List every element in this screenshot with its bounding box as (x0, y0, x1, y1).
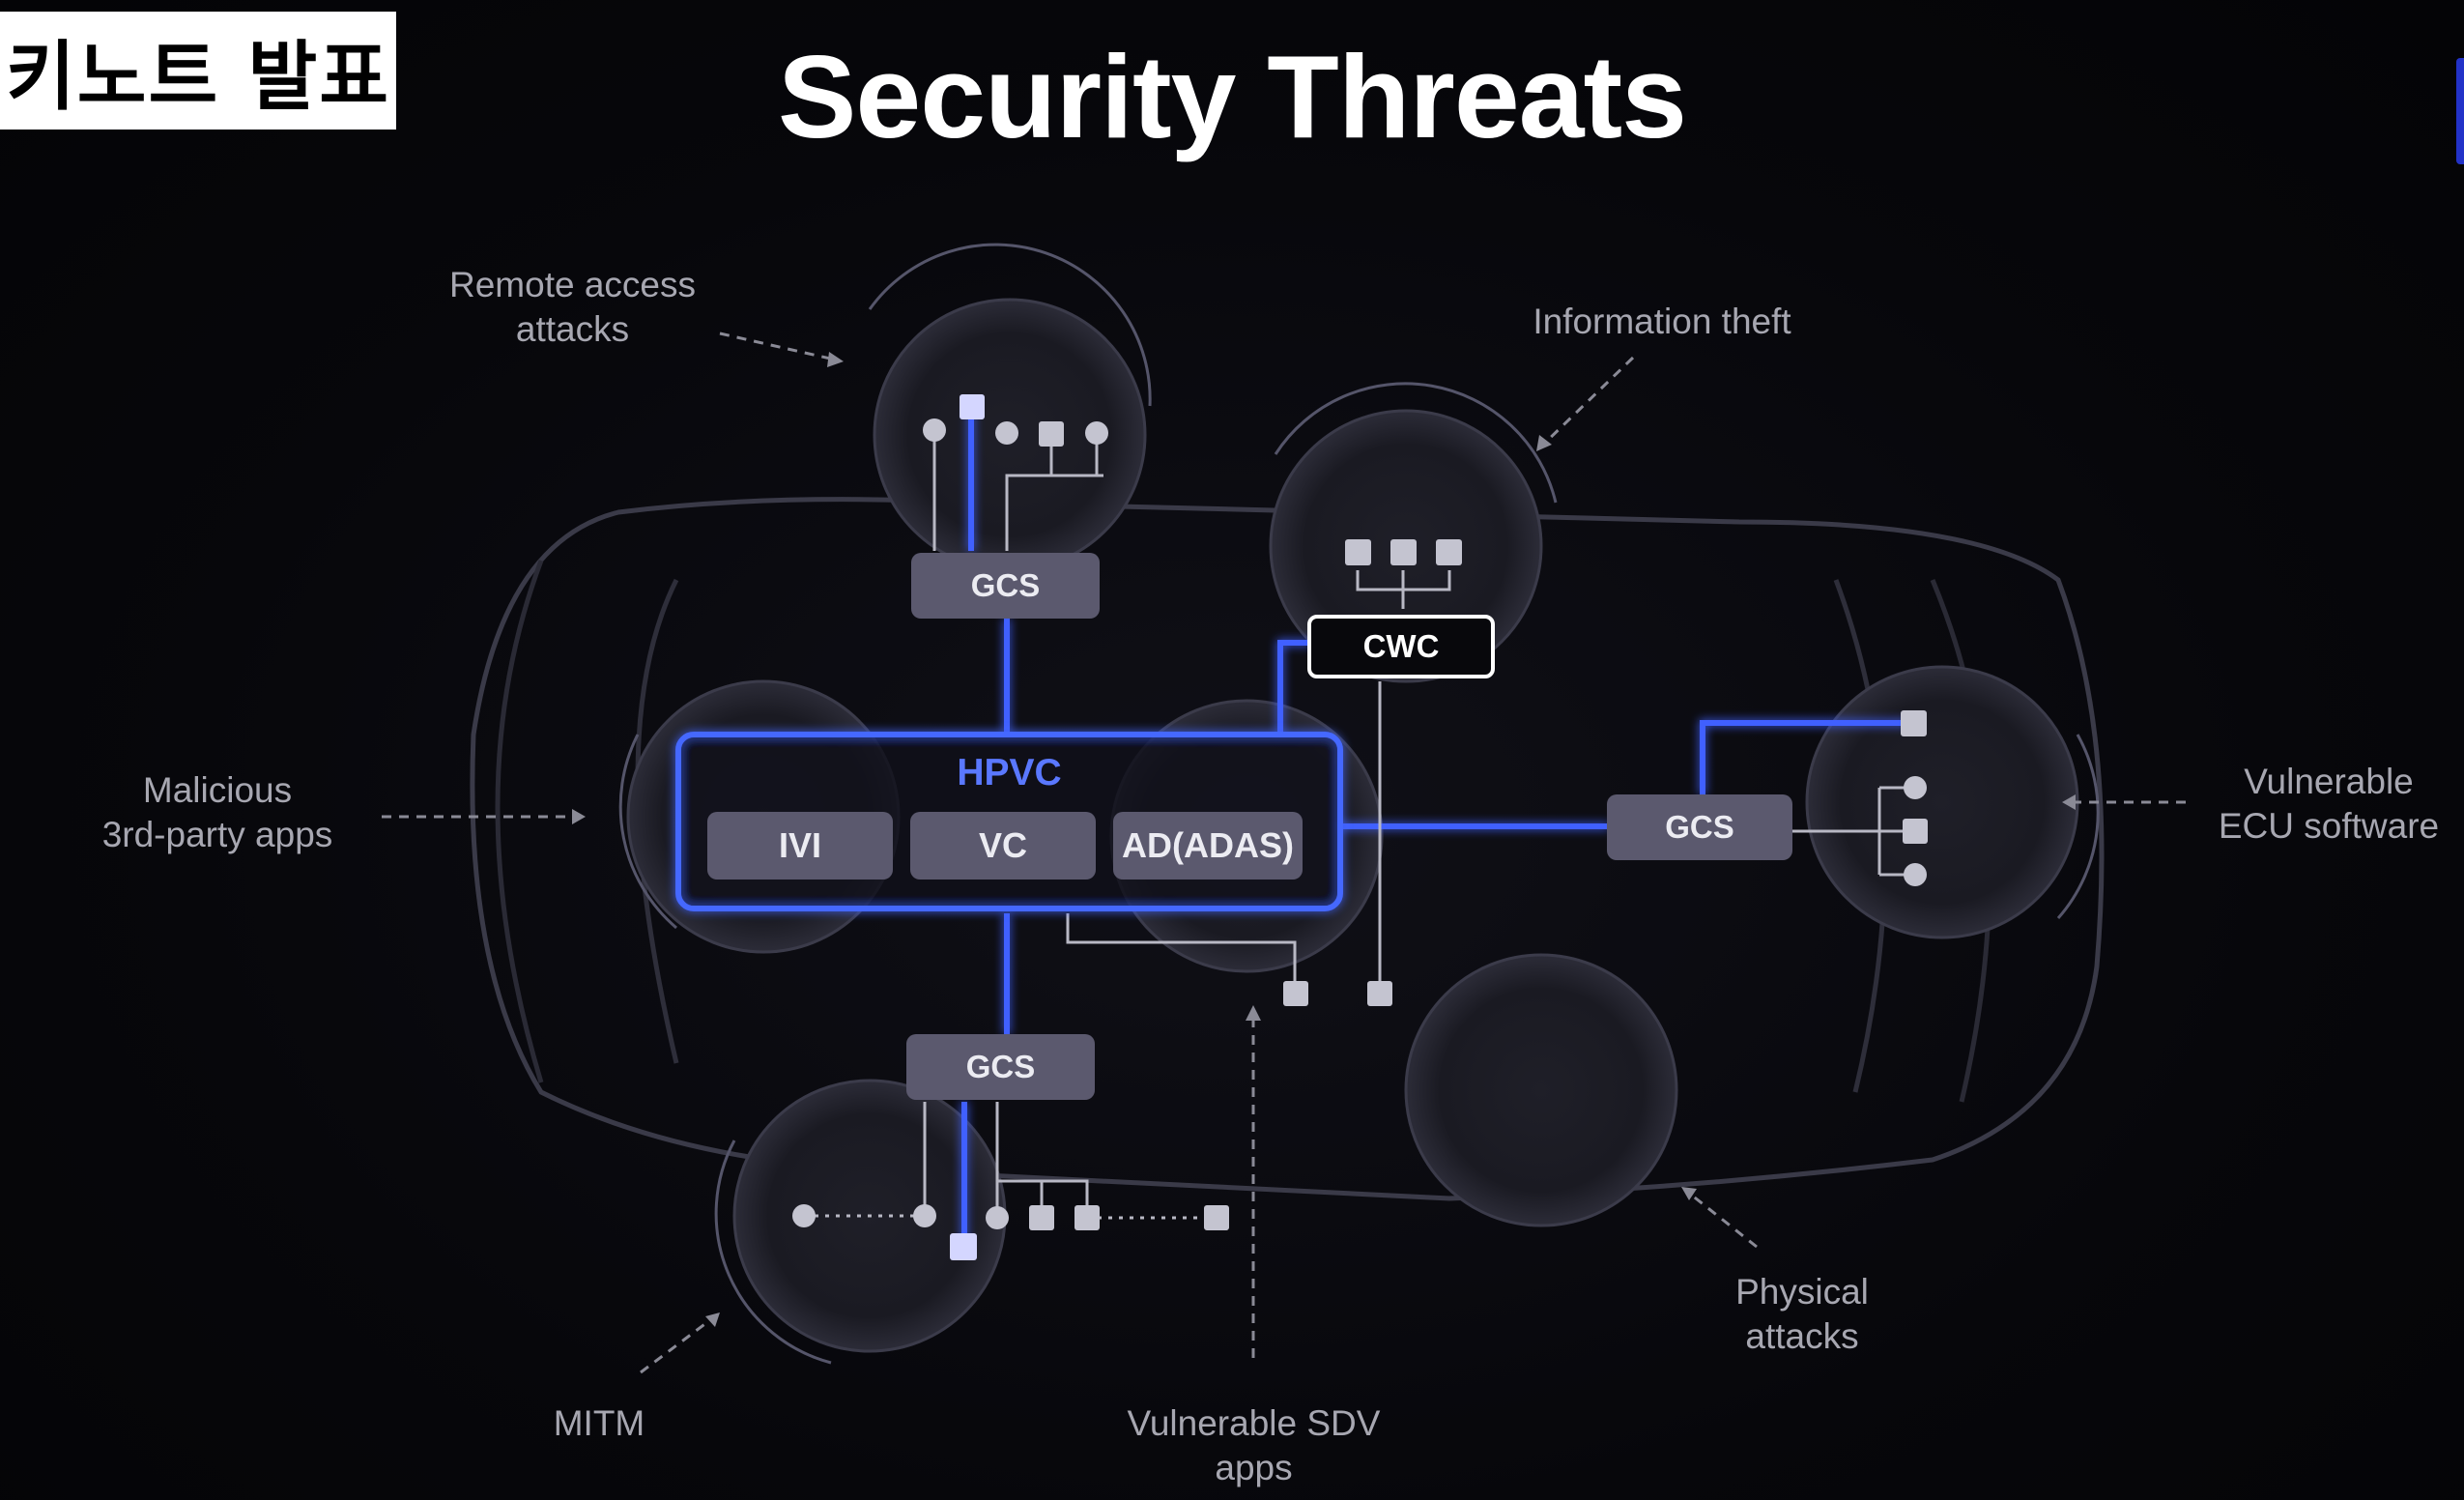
cwc-node: CWC (1307, 615, 1495, 678)
wheel-bottom-right (1404, 953, 1678, 1227)
adas-node: AD(ADAS) (1113, 812, 1303, 880)
label-mitm: MITM (553, 1403, 645, 1443)
edge-accent (2456, 58, 2464, 164)
slide-title: Security Threats (777, 31, 1687, 162)
hpvc-label: HPVC (957, 752, 1062, 793)
gcs-right-node: GCS (1607, 794, 1792, 860)
ivi-node: IVI (707, 812, 893, 880)
gcs-top-node: GCS (911, 553, 1100, 619)
gcs-bottom-node: GCS (906, 1034, 1095, 1100)
circuit-endpoints (792, 394, 1928, 1260)
blue-connectors (961, 406, 1908, 1247)
label-vulnerable-ecu: Vulnerable ECU software (2218, 762, 2440, 846)
label-physical-attacks: Physical attacks (1735, 1272, 1869, 1356)
label-information-theft: Information theft (1533, 302, 1791, 341)
wheel-rims (618, 243, 2100, 1365)
dotted-lines (804, 1214, 1216, 1220)
keynote-badge: 키노트 발표 (0, 12, 396, 130)
label-remote-access: Remote access attacks (449, 265, 696, 349)
label-vulnerable-sdv: Vulnerable SDV apps (1127, 1403, 1381, 1487)
wheel-right (1805, 665, 2079, 939)
arrow-heads (572, 352, 2076, 1327)
vc-node: VC (910, 812, 1096, 880)
label-malicious-apps: Malicious 3rd-party apps (101, 770, 333, 854)
threat-arrows (382, 332, 2186, 1374)
